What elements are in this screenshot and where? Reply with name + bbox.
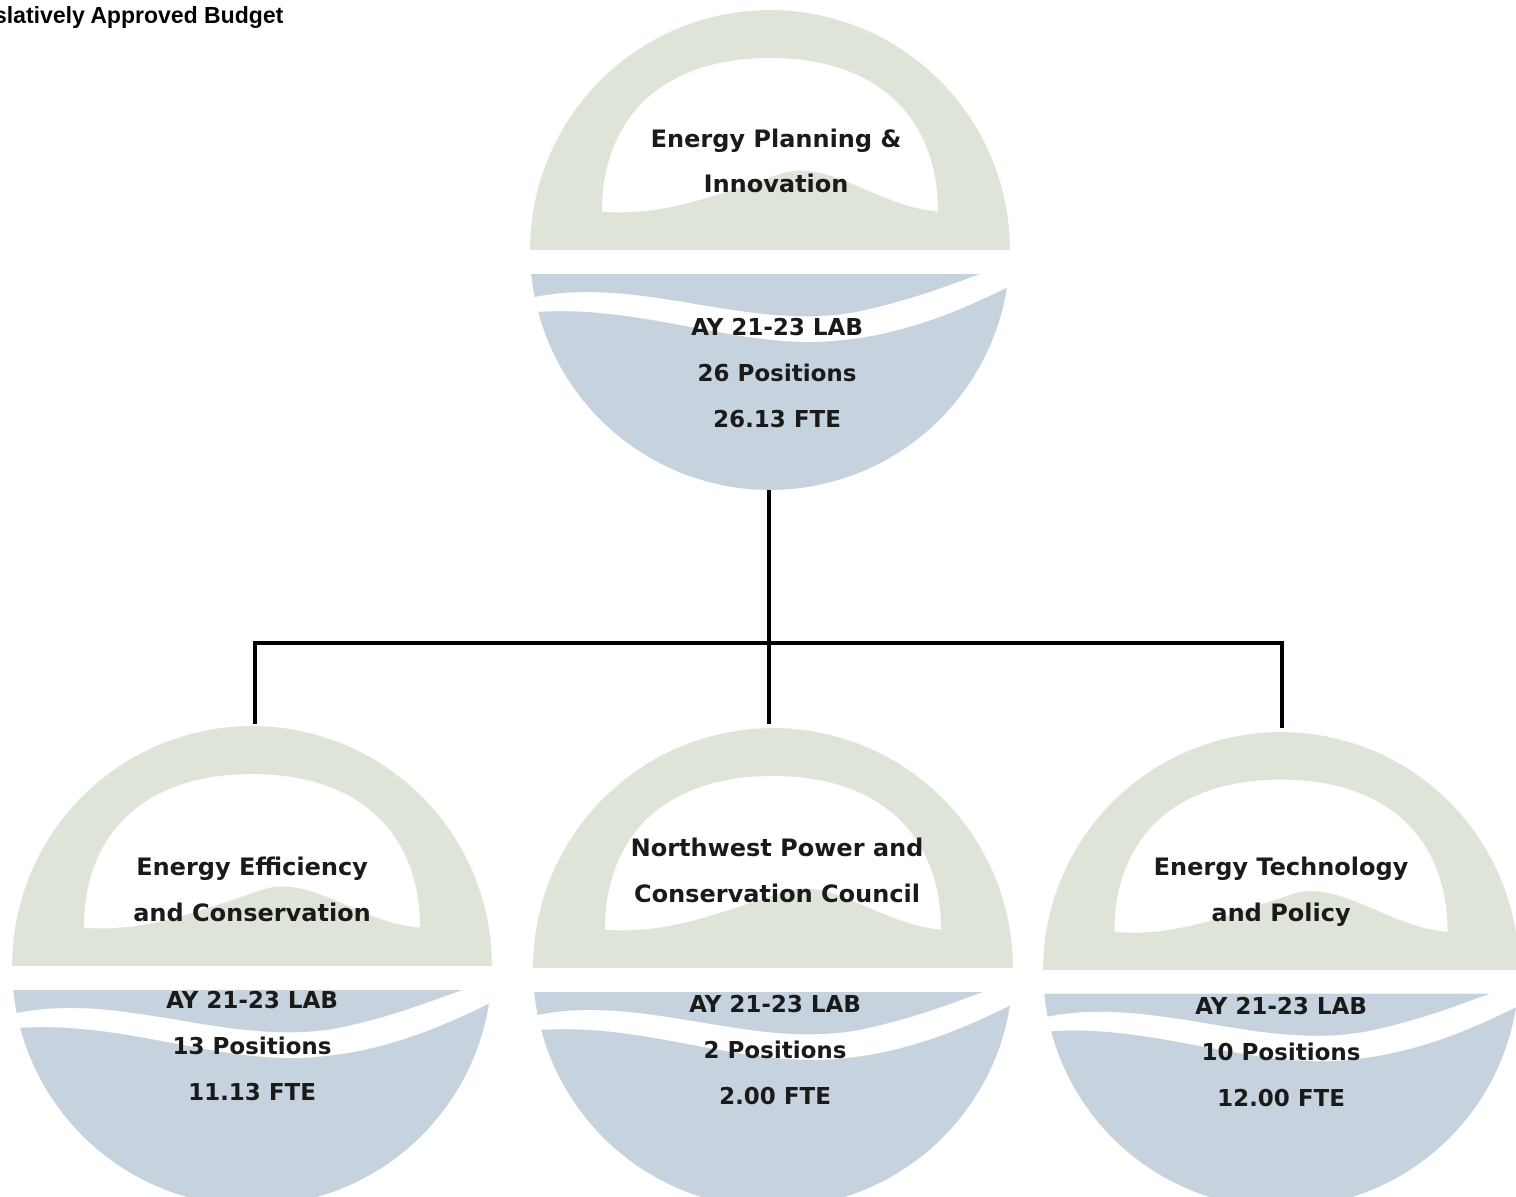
node-title-line2: Innovation (704, 170, 849, 198)
node-cap-window (84, 774, 420, 929)
node-title-line2: and Conservation (133, 899, 371, 927)
node-fte: 12.00 FTE (1217, 1086, 1345, 1112)
node-wave (1043, 985, 1516, 1062)
node-cap-window (605, 776, 941, 931)
node-stat-label: AY 21-23 LAB (689, 992, 861, 1018)
node-cap-window (602, 58, 938, 213)
node-stat-label: AY 21-23 LAB (166, 988, 338, 1014)
node-title-line1: Northwest Power and (631, 834, 924, 862)
node-stat-label: AY 21-23 LAB (1195, 994, 1367, 1020)
node-positions: 2 Positions (704, 1038, 847, 1064)
node-title-line1: Energy Planning & (651, 125, 902, 153)
node-title-line1: Energy Technology (1154, 853, 1409, 881)
node-stat-label: AY 21-23 LAB (691, 315, 863, 341)
node-wave (530, 264, 1010, 342)
page-heading: slatively Approved Budget (0, 2, 284, 28)
node-fte: 26.13 FTE (713, 407, 841, 433)
node-energy-technology: Energy Technology and Policy AY 21-23 LA… (1043, 732, 1516, 1197)
node-fte: 2.00 FTE (719, 1084, 831, 1110)
node-title-line2: and Policy (1211, 899, 1351, 927)
node-energy-efficiency: Energy Efficiency and Conservation AY 21… (12, 726, 492, 1197)
node-northwest-power: Northwest Power and Conservation Council… (533, 728, 1013, 1197)
node-wave (12, 980, 492, 1058)
node-positions: 13 Positions (173, 1034, 332, 1060)
node-title-line2: Conservation Council (634, 880, 920, 908)
node-cap-window (1114, 779, 1448, 933)
node-positions: 10 Positions (1202, 1040, 1361, 1066)
node-energy-planning: Energy Planning & Innovation AY 21-23 LA… (530, 10, 1010, 491)
node-title-line1: Energy Efficiency (136, 853, 368, 881)
node-fte: 11.13 FTE (188, 1080, 316, 1106)
connector-lines (253, 482, 1284, 728)
node-positions: 26 Positions (698, 361, 857, 387)
node-wave (533, 982, 1013, 1060)
